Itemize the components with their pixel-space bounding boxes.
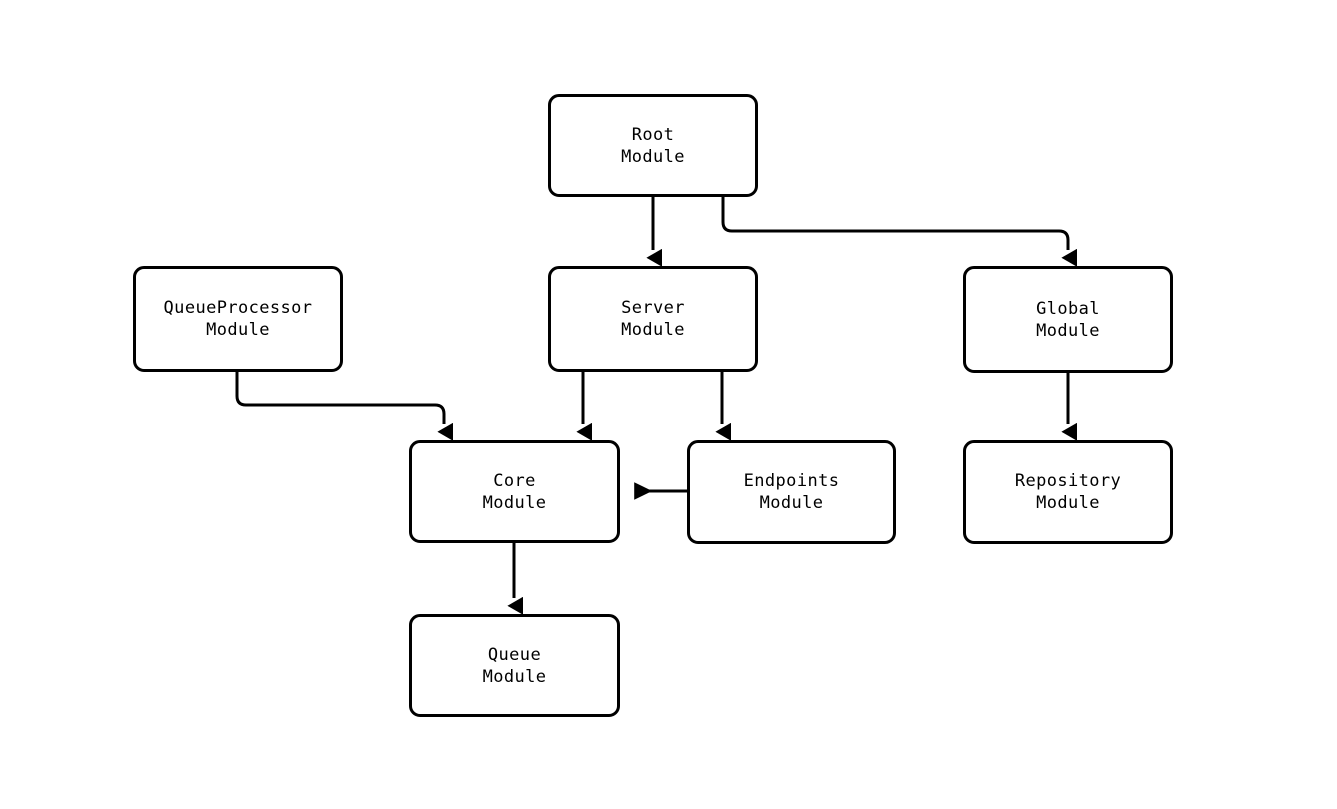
node-global-module-label: Global Module: [1036, 298, 1100, 341]
node-queue-module[interactable]: Queue Module: [409, 614, 620, 717]
node-repository-module[interactable]: Repository Module: [963, 440, 1173, 544]
node-queueprocessor-module-label: QueueProcessor Module: [163, 298, 313, 340]
node-endpoints-module-label: Endpoints Module: [743, 471, 840, 513]
node-root-module[interactable]: Root Module: [548, 94, 758, 197]
edge-root-global: [721, 197, 1077, 267]
node-endpoints-module[interactable]: Endpoints Module: [687, 440, 896, 544]
node-queue-module-label: Queue Module: [482, 644, 547, 687]
node-root-module-label: Root Module: [621, 124, 685, 167]
node-core-module-label: Core Module: [482, 470, 547, 513]
node-server-module[interactable]: Server Module: [548, 266, 758, 372]
edge-queueprocessor-core: [235, 372, 453, 441]
node-repository-module-label: Repository Module: [1014, 471, 1122, 513]
node-global-module[interactable]: Global Module: [963, 266, 1173, 373]
node-core-module[interactable]: Core Module: [409, 440, 620, 543]
node-server-module-label: Server Module: [621, 298, 685, 340]
node-queueprocessor-module[interactable]: QueueProcessor Module: [133, 266, 343, 372]
